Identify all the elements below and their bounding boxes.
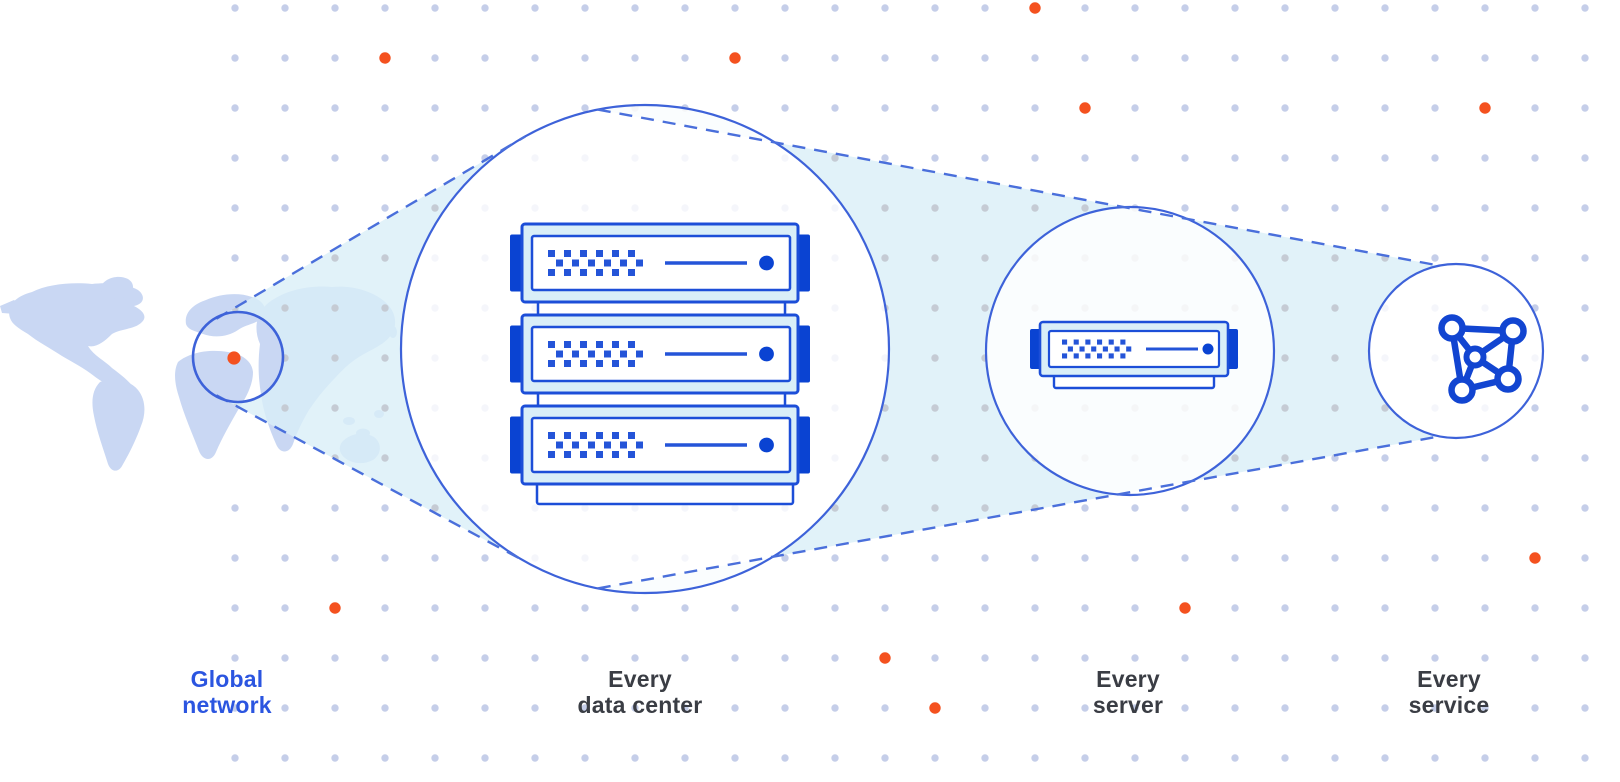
server-unit: [510, 224, 810, 302]
map-highlight: [191, 310, 285, 404]
server-rack-icon: [510, 224, 810, 506]
label-every-data-center: Every data center: [578, 666, 703, 718]
accent-dot: [729, 52, 741, 64]
accent-dots: [329, 2, 1541, 714]
accent-dot: [1079, 102, 1091, 114]
zoom-circle-global: [191, 310, 285, 404]
network-mesh-icon: [1438, 314, 1527, 404]
label-line: server: [1092, 692, 1164, 718]
accent-dot: [1179, 602, 1191, 614]
label-every-service: Every service: [1409, 666, 1490, 718]
map-marker-dot-icon: [227, 351, 241, 365]
accent-dot: [1479, 102, 1491, 114]
label-every-server: Every server: [1093, 666, 1163, 718]
label-line: Every: [1417, 666, 1481, 692]
label-line: service: [1408, 692, 1490, 718]
label-line: data center: [577, 692, 703, 718]
server-unit: [510, 315, 810, 393]
dashed-zoom-lines: [215, 108, 1440, 590]
accent-dot: [879, 652, 891, 664]
accent-dot: [379, 52, 391, 64]
label-line: Every: [608, 666, 672, 692]
accent-dot: [1529, 552, 1541, 564]
label-line: Every: [1096, 666, 1160, 692]
accent-dot: [1029, 2, 1041, 14]
label-line: network: [182, 692, 272, 718]
label-global-network: Global network: [182, 666, 272, 718]
label-line: Global: [190, 666, 264, 692]
server-icon: [1030, 320, 1238, 390]
server-unit: [510, 406, 810, 484]
accent-dot: [329, 602, 341, 614]
accent-dot: [929, 702, 941, 714]
